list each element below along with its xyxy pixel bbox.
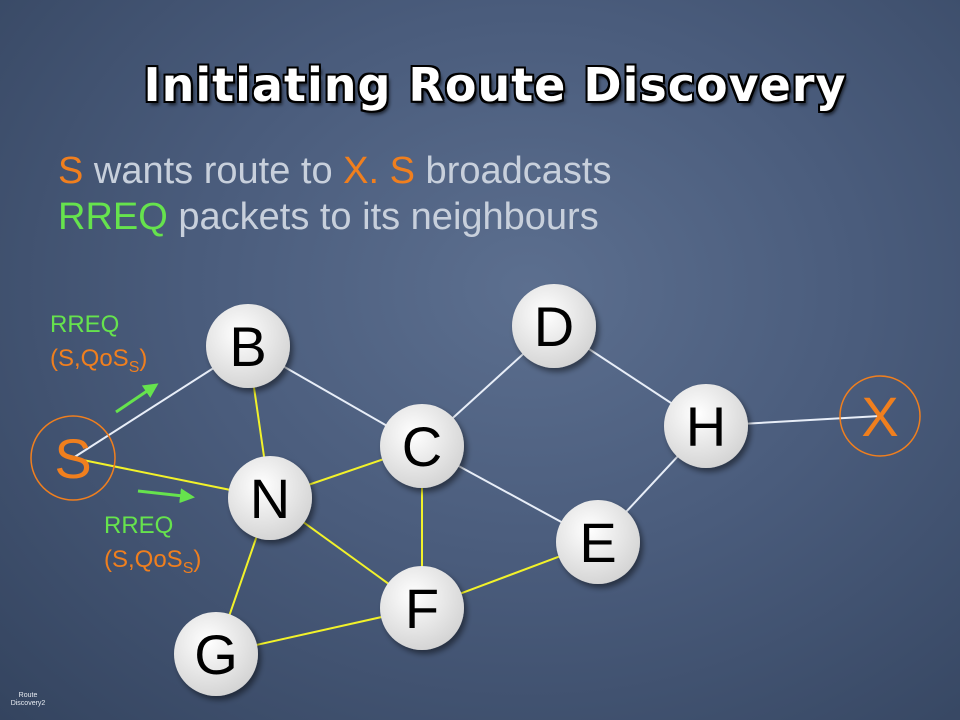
rreq-packet-b: RREQ (S,QoSS) xyxy=(50,311,147,376)
packet-tuple: (S,QoSS) xyxy=(104,546,201,577)
node-f: F xyxy=(380,566,464,650)
node-x: X xyxy=(839,375,921,457)
node-n: N xyxy=(228,456,312,540)
node-circle xyxy=(664,384,748,468)
node-circle xyxy=(512,284,596,368)
nodes-layer: S B N C D H X E F G xyxy=(30,284,921,696)
node-d: D xyxy=(512,284,596,368)
node-circle xyxy=(228,456,312,540)
node-outline-circle xyxy=(839,375,921,457)
description-run: wants route to xyxy=(83,150,344,192)
packet-arrow xyxy=(137,488,195,504)
description-run: RREQ xyxy=(58,196,168,238)
node-circle xyxy=(206,304,290,388)
node-label: G xyxy=(194,623,238,686)
description-line-1: S wants route to X. S broadcasts xyxy=(58,148,611,194)
slide-description: S wants route to X. S broadcasts RREQ pa… xyxy=(58,148,611,240)
description-run: X. xyxy=(343,150,380,192)
rreq-packet-n: RREQ (S,QoSS) xyxy=(104,512,201,577)
node-label: H xyxy=(686,395,726,458)
packet-arrows-layer xyxy=(115,383,195,504)
node-label: S xyxy=(54,427,91,490)
node-h: H xyxy=(664,384,748,468)
node-e: E xyxy=(556,500,640,584)
node-b: B xyxy=(206,304,290,388)
node-circle xyxy=(380,566,464,650)
node-label: X xyxy=(861,385,898,448)
packet-tuple: (S,QoSS) xyxy=(50,345,147,376)
footer-line-2: Discovery2 xyxy=(10,700,46,707)
packet-title: RREQ xyxy=(104,512,173,539)
packet-arrow xyxy=(115,383,159,414)
node-c: C xyxy=(380,404,464,488)
description-run: packets to its neighbours xyxy=(167,196,599,238)
node-label: D xyxy=(534,295,574,358)
node-label: F xyxy=(405,577,439,640)
node-circle xyxy=(556,500,640,584)
description-run: broadcasts xyxy=(415,150,612,192)
node-circle xyxy=(380,404,464,488)
slide-title: Initiating Route Discovery xyxy=(143,58,847,112)
footer-line-1: Route xyxy=(18,692,38,699)
node-g: G xyxy=(174,612,258,696)
node-outline-circle xyxy=(30,415,116,501)
description-run: S xyxy=(389,150,415,192)
description-line-2: RREQ packets to its neighbours xyxy=(58,194,611,240)
node-label: C xyxy=(402,415,442,478)
node-label: N xyxy=(250,467,290,530)
node-label: B xyxy=(229,315,266,378)
node-label: E xyxy=(579,511,616,574)
slide-footer: Route Discovery2 xyxy=(6,692,50,708)
description-run: S xyxy=(58,150,84,192)
node-circle xyxy=(174,612,258,696)
packet-title: RREQ xyxy=(50,311,119,338)
edges-layer xyxy=(72,325,881,655)
node-s: S xyxy=(30,415,116,501)
packet-labels-layer: RREQ (S,QoSS) RREQ (S,QoSS) xyxy=(50,311,201,577)
